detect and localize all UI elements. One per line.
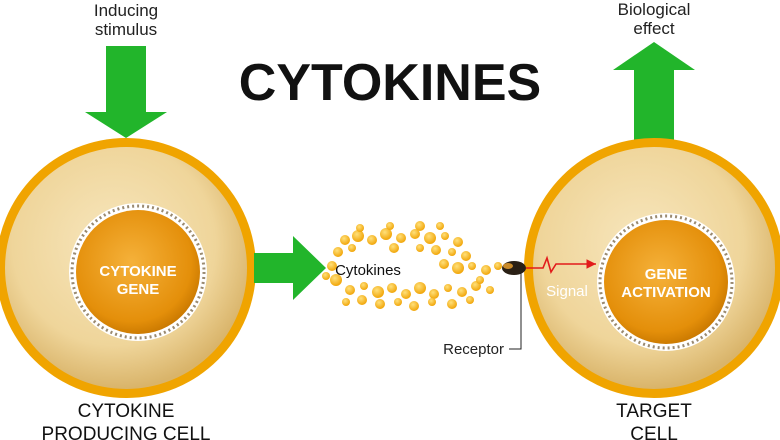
cytokine-dot <box>494 262 502 270</box>
cytokine-dot <box>356 224 364 232</box>
cytokine-dot <box>333 247 343 257</box>
cytokine-dot <box>380 228 392 240</box>
left-nucleus-pores <box>70 204 206 340</box>
cytokine-dot <box>457 287 467 297</box>
signal-label: Signal <box>546 283 588 300</box>
right-nucleus-label-line2: ACTIVATION <box>621 284 710 301</box>
cytokine-dot <box>481 265 491 275</box>
cytokine-dot <box>375 299 385 309</box>
cytokine-dot <box>367 235 377 245</box>
right-nucleus-pores <box>598 214 734 350</box>
cytokine-dot <box>444 284 452 292</box>
cytokine-dot <box>352 230 364 242</box>
cytokine-dot <box>386 222 394 230</box>
cytokine-dot <box>322 272 330 280</box>
cytokine-dot <box>439 259 449 269</box>
cytokine-dot <box>431 245 441 255</box>
biological-effect-label-line1: Biological <box>618 0 691 19</box>
biological-effect: Biological effect <box>613 0 695 140</box>
cytokine-dot <box>447 299 457 309</box>
cytokine-dot <box>340 235 350 245</box>
left-nucleus <box>76 210 200 334</box>
right-nucleus-label-line1: GENE <box>645 266 688 283</box>
receptor-label: Receptor <box>443 341 504 358</box>
cytokine-dot <box>415 221 425 231</box>
cytokine-dot <box>394 298 402 306</box>
cytokine-dot <box>396 233 406 243</box>
cytokine-dot <box>441 232 449 240</box>
signal-arrow <box>526 255 596 274</box>
inducing-stimulus-label-line1: Inducing <box>94 1 158 20</box>
target-cell: GENE ACTIVATION <box>524 138 780 398</box>
cytokines-label: Cytokines <box>335 262 401 279</box>
cytokine-dot <box>409 301 419 311</box>
left-cell-caption-line1: CYTOKINE <box>78 401 175 422</box>
cytokine-dot <box>372 286 384 298</box>
cytokine-dot <box>428 298 436 306</box>
inducing-stimulus: Inducing stimulus <box>85 1 167 138</box>
cytokine-dot <box>387 283 397 293</box>
cytokine-dot <box>416 244 424 252</box>
cytokine-dot <box>466 296 474 304</box>
cytokine-dot <box>453 237 463 247</box>
cytokine-dot <box>345 285 355 295</box>
cytokine-dot <box>327 261 337 271</box>
cytokine-producing-cell: CYTOKINE GENE <box>0 138 256 398</box>
right-cell-caption-line2: CELL <box>630 424 678 440</box>
cytokine-dot <box>429 289 439 299</box>
cytokine-dot <box>342 298 350 306</box>
cytokine-dot <box>357 295 367 305</box>
cytokine-dot <box>330 274 342 286</box>
diagram-title: CYTOKINES <box>239 54 541 112</box>
receptor-leader-line <box>509 268 522 350</box>
cytokine-dot <box>448 248 456 256</box>
left-nucleus-label-line2: GENE <box>117 281 160 298</box>
receptor <box>502 261 526 350</box>
biological-effect-label-line2: effect <box>633 19 675 38</box>
cytokine-dot <box>348 244 356 252</box>
cytokine-dot <box>414 282 426 294</box>
cytokine-dot <box>486 286 494 294</box>
secretion-arrow <box>254 236 326 300</box>
cytokine-dot <box>401 289 411 299</box>
cytokine-dot <box>452 262 464 274</box>
left-nucleus-label-line1: CYTOKINE <box>99 263 176 280</box>
cytokine-dot <box>436 222 444 230</box>
cytokine-dot <box>476 276 484 284</box>
biological-effect-arrow <box>613 42 695 140</box>
receptor-highlight <box>503 263 513 269</box>
cytokine-dot <box>389 243 399 253</box>
inducing-stimulus-label-line2: stimulus <box>95 20 157 39</box>
cytokine-dot <box>360 282 368 290</box>
left-cell-caption-line2: PRODUCING CELL <box>42 424 211 440</box>
inducing-stimulus-arrow <box>85 46 167 138</box>
cytokine-molecules <box>322 221 502 311</box>
cytokine-dot <box>424 232 436 244</box>
right-cell-caption-line1: TARGET <box>616 401 692 422</box>
cytokine-dot <box>410 229 420 239</box>
cytokine-dot <box>468 262 476 270</box>
right-nucleus <box>604 220 728 344</box>
cytokine-dot <box>461 251 471 261</box>
